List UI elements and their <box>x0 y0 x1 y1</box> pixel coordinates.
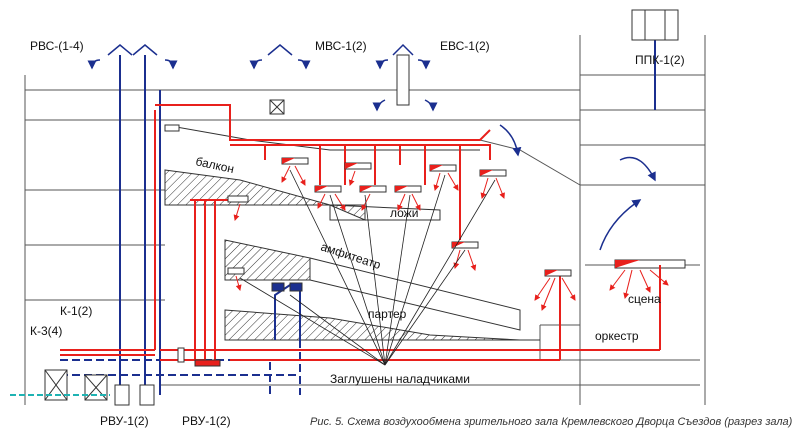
exhaust-hoods <box>87 43 656 251</box>
label-k3: К-3(4) <box>30 324 62 338</box>
supply-ducts <box>60 104 661 361</box>
label-ppk: ППК-1(2) <box>635 53 685 67</box>
label-scena: сцена <box>628 292 661 306</box>
label-k1: К-1(2) <box>60 304 92 318</box>
label-rvs: РВС-(1-4) <box>30 39 84 53</box>
label-mvs: МВС-1(2) <box>315 39 367 53</box>
label-balcony: балкон <box>194 154 235 176</box>
parterre-tier <box>224 309 540 341</box>
label-orkestr: оркестр <box>595 329 639 343</box>
supply-air-jets <box>233 165 669 311</box>
plugged-leader-lines <box>239 169 496 366</box>
label-parter: партер <box>368 307 407 321</box>
plant-room-units <box>44 347 185 406</box>
label-rvu-left: РВУ-1(2) <box>100 414 149 428</box>
amphitheatre-tier <box>224 239 521 331</box>
label-rvu-right: РВУ-1(2) <box>182 414 231 428</box>
label-evs: ЕВС-1(2) <box>440 39 490 53</box>
label-zaglusheny: Заглушены наладчиками <box>330 372 470 386</box>
evs-unit <box>396 54 410 106</box>
figure-caption: Рис. 5. Схема воздухообмена зрительного … <box>310 416 793 428</box>
label-amfiteatr: амфитеатр <box>319 240 383 273</box>
supply-diffusers <box>164 124 572 367</box>
label-lozhi: ложи <box>390 206 418 220</box>
lodges-block <box>329 204 441 221</box>
ppk-unit <box>631 9 679 41</box>
